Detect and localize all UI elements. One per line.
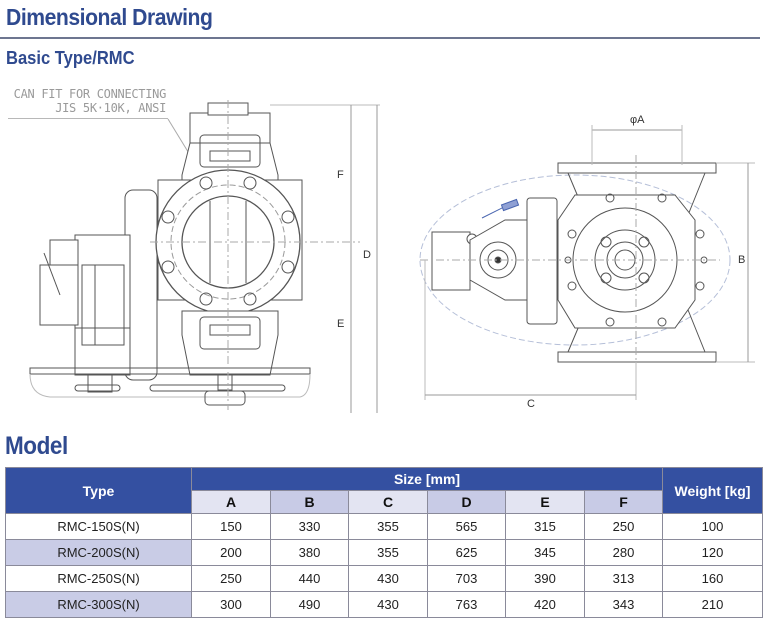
cell-E: 345	[505, 539, 585, 566]
cell-F: 250	[584, 513, 663, 540]
cell-B: 440	[270, 565, 349, 592]
cell-type: RMC-200S(N)	[5, 539, 192, 566]
cell-type: RMC-150S(N)	[5, 513, 192, 540]
note-line-2: JIS 5K·10K, ANSI	[55, 101, 166, 115]
dim-label-phiA: φA	[630, 114, 645, 126]
cell-C: 430	[348, 591, 428, 618]
cell-weight: 160	[662, 565, 763, 592]
header-weight: Weight [kg]	[662, 467, 763, 514]
cell-C: 355	[348, 513, 428, 540]
model-heading: Model	[5, 432, 68, 460]
connection-note: CAN FIT FOR CONNECTING JIS 5K·10K, ANSI	[8, 87, 167, 115]
cell-weight: 100	[662, 513, 763, 540]
cell-A: 300	[191, 591, 271, 618]
cell-F: 343	[584, 591, 663, 618]
header-col-D: D	[427, 490, 506, 514]
header-type: Type	[5, 467, 192, 514]
cell-C: 430	[348, 565, 428, 592]
side-view-drawing	[419, 125, 755, 400]
cell-A: 250	[191, 565, 271, 592]
cell-type: RMC-250S(N)	[5, 565, 192, 592]
cell-E: 315	[505, 513, 585, 540]
cell-B: 380	[270, 539, 349, 566]
header-col-B: B	[270, 490, 349, 514]
header-col-C: C	[348, 490, 428, 514]
dim-label-C: C	[527, 398, 535, 410]
cell-F: 280	[584, 539, 663, 566]
section-subtitle: Basic Type/RMC	[6, 48, 135, 68]
dim-label-F: F	[337, 169, 344, 181]
cell-weight: 210	[662, 591, 763, 618]
page-title: Dimensional Drawing	[6, 4, 213, 30]
dim-label-B: B	[738, 254, 746, 266]
note-leader-line	[8, 118, 168, 119]
cell-B: 330	[270, 513, 349, 540]
cell-weight: 120	[662, 539, 763, 566]
header-col-F: F	[584, 490, 663, 514]
title-divider	[0, 37, 760, 39]
cell-B: 490	[270, 591, 349, 618]
header-col-A: A	[191, 490, 271, 514]
table-row: RMC-200S(N) 200 380 355 625 345 280 120	[5, 539, 763, 566]
model-spec-table: Type Size [mm] Weight [kg] A B C D E F R…	[5, 467, 763, 618]
header-size: Size [mm]	[191, 467, 663, 491]
cell-F: 313	[584, 565, 663, 592]
cell-D: 703	[427, 565, 506, 592]
note-line-1: CAN FIT FOR CONNECTING	[13, 87, 167, 101]
front-view-drawing	[29, 100, 380, 413]
table-row: RMC-250S(N) 250 440 430 703 390 313 160	[5, 565, 763, 592]
table-row: RMC-300S(N) 300 490 430 763 420 343 210	[5, 591, 763, 618]
header-col-E: E	[505, 490, 585, 514]
cell-E: 420	[505, 591, 585, 618]
cell-D: 625	[427, 539, 506, 566]
cell-D: 763	[427, 591, 506, 618]
dim-label-E: E	[337, 318, 345, 330]
dim-label-D: D	[363, 249, 371, 261]
cell-A: 200	[191, 539, 271, 566]
cell-E: 390	[505, 565, 585, 592]
table-row: RMC-150S(N) 150 330 355 565 315 250 100	[5, 513, 763, 540]
cell-D: 565	[427, 513, 506, 540]
cell-C: 355	[348, 539, 428, 566]
cell-A: 150	[191, 513, 271, 540]
cell-type: RMC-300S(N)	[5, 591, 192, 618]
